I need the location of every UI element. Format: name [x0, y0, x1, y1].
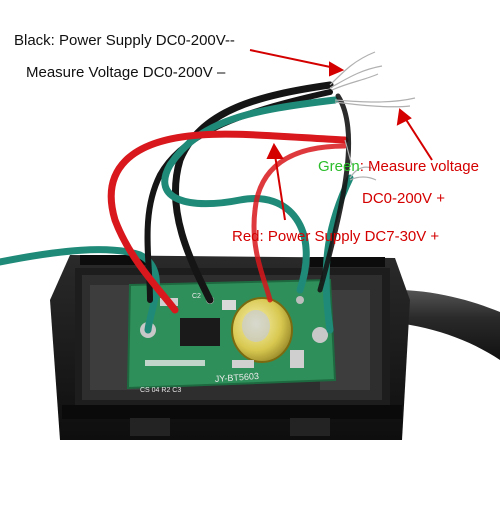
gray-cable — [380, 289, 500, 360]
wire-green-top — [161, 96, 339, 294]
label-green-line1: Green: Measure voltage — [318, 158, 479, 176]
label-green-prefix: Green — [318, 158, 360, 175]
arrows — [249, 49, 433, 221]
wire-black — [171, 81, 334, 304]
label-green-rest: : Measure voltage — [359, 158, 479, 175]
label-black-line2: Measure Voltage DC0-200V – — [26, 64, 226, 81]
wire-green-left — [0, 246, 160, 334]
label-red-line: Red: Power Supply DC7-30V + — [232, 228, 440, 245]
label-green-line2: DC0-200V + — [362, 190, 445, 207]
wire-black-right — [317, 93, 352, 293]
stripped-wire-ends — [329, 51, 416, 181]
pcb-left-marks-text: CS 04 R2 C3 — [140, 387, 181, 394]
label-black-line1: Black: Power Supply DC0-200V-- — [14, 32, 235, 49]
wire-red-2 — [251, 143, 348, 303]
coin-battery — [231, 297, 293, 368]
wire-red — [107, 130, 349, 314]
pcb-model-text: JY-BT5603 — [214, 371, 259, 384]
pcb-c2-text: C2 — [192, 293, 201, 300]
